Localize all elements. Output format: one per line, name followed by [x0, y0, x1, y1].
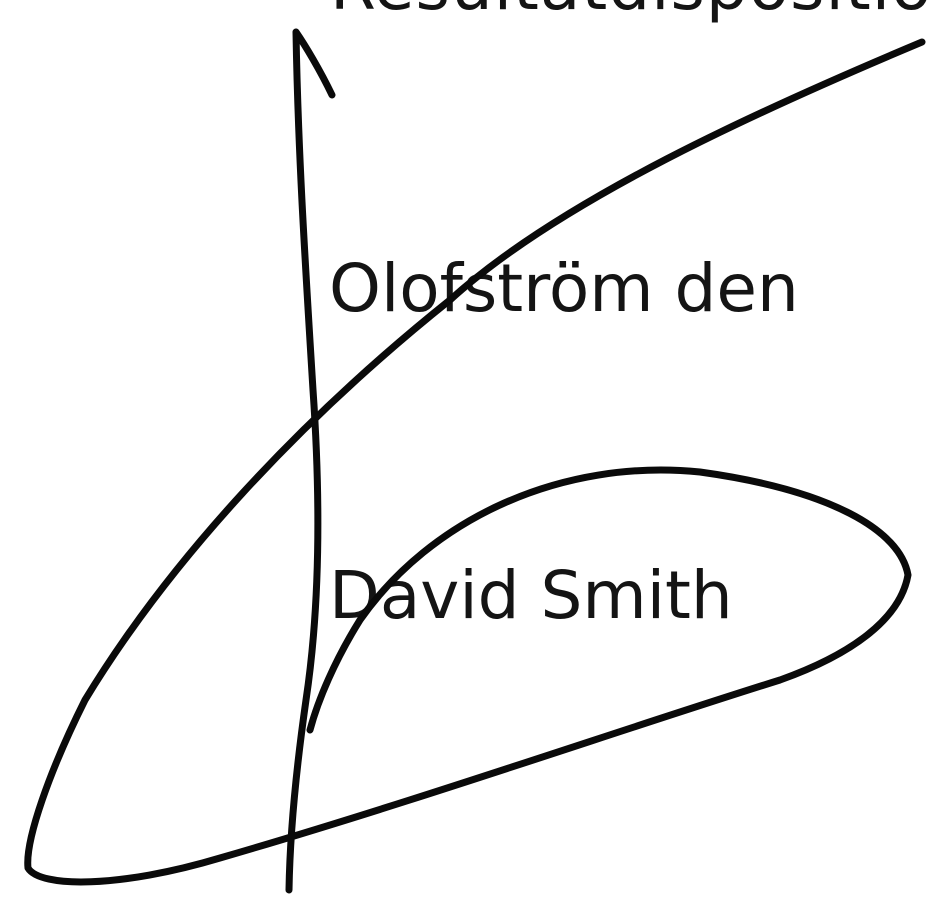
signature-vertical-stroke [285, 28, 336, 894]
section-heading-fragment: Resultatdispositio [330, 0, 927, 20]
place-date-label: Olofström den [329, 250, 799, 327]
signature-loop-stroke [24, 38, 926, 886]
